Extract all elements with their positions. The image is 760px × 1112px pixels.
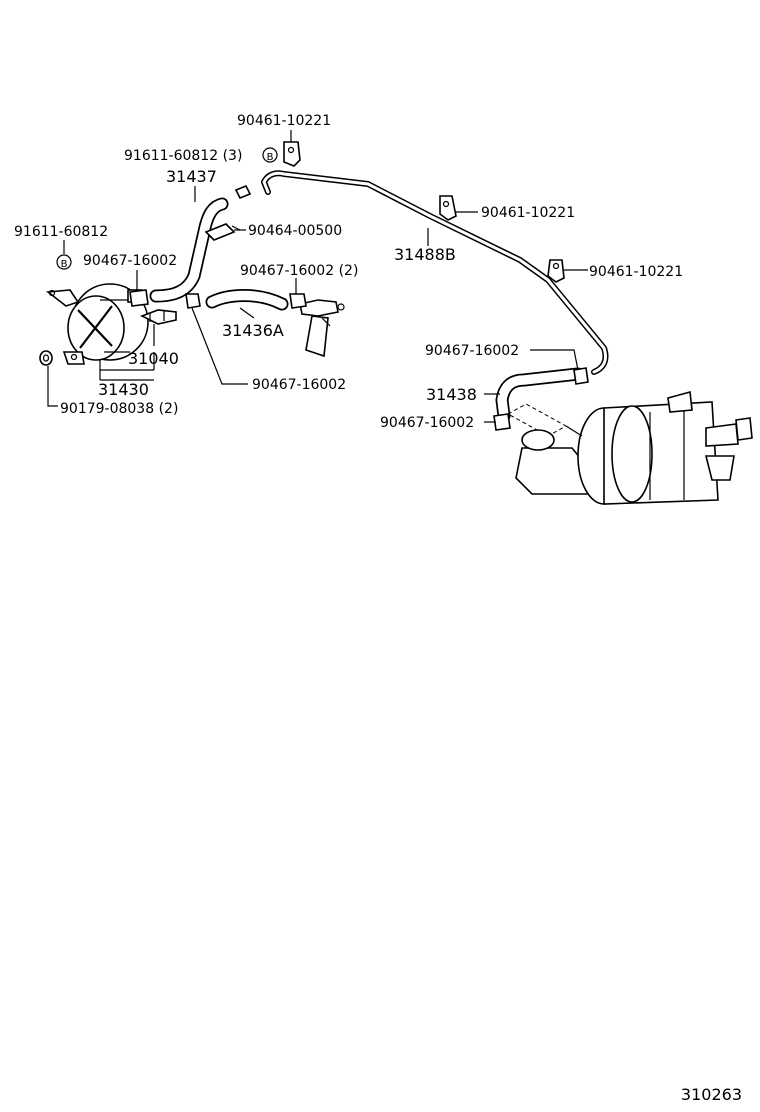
hose-clip-c (573, 367, 589, 385)
label-90467-b: 90467-16002 (252, 377, 346, 393)
label-91611: 91611-60812 (14, 224, 108, 240)
clamp-90461-mid (439, 195, 457, 221)
label-90461-right: 90461-10221 (589, 264, 683, 280)
b-symbol-left: B (56, 254, 72, 270)
label-31040: 31040 (128, 349, 179, 368)
vacuum-pump-31430 (45, 283, 149, 365)
hose-clip-2 (289, 293, 307, 309)
label-90461-mid: 90461-10221 (481, 205, 575, 221)
label-90179: 90179-08038 (2) (60, 401, 178, 417)
tube-31488B (261, 170, 609, 375)
label-90467-d: 90467-16002 (380, 415, 474, 431)
hose-clip-top-small (234, 184, 252, 200)
label-31430: 31430 (98, 380, 149, 399)
hose-clip-90464 (204, 223, 241, 241)
clamp-90461-right (547, 259, 565, 283)
hose-clip-b (185, 293, 201, 309)
b-symbol-top: B (262, 147, 278, 163)
grommet-90179 (39, 350, 53, 366)
label-31437: 31437 (166, 167, 217, 186)
hose-clip-a (129, 289, 149, 307)
label-90467-a: 90467-16002 (83, 253, 177, 269)
svg-text:B: B (61, 259, 68, 270)
label-31488B: 31488B (394, 245, 456, 264)
hose-clip-d (493, 413, 511, 431)
hose-31438 (495, 367, 585, 423)
union-valve (299, 299, 345, 358)
hose-31437 (149, 197, 229, 303)
label-31438: 31438 (426, 385, 477, 404)
clamp-90461-top (283, 141, 301, 167)
label-91611-3: 91611-60812 (3) (124, 148, 242, 164)
label-31436A: 31436A (222, 321, 284, 340)
leader-lines (47, 130, 588, 423)
svg-text:B: B (267, 152, 274, 163)
check-valve-31040 (140, 309, 177, 325)
part-labels: 90461-10221 91611-60812 (3) 31437 90464-… (14, 113, 683, 431)
diagram-id: 310263 (681, 1085, 742, 1104)
brake-booster (506, 390, 753, 505)
label-90467-c: 90467-16002 (425, 343, 519, 359)
hose-31436A (205, 289, 289, 311)
label-90467-2: 90467-16002 (2) (240, 263, 358, 279)
label-90461-top: 90461-10221 (237, 113, 331, 129)
label-90464: 90464-00500 (248, 223, 342, 239)
